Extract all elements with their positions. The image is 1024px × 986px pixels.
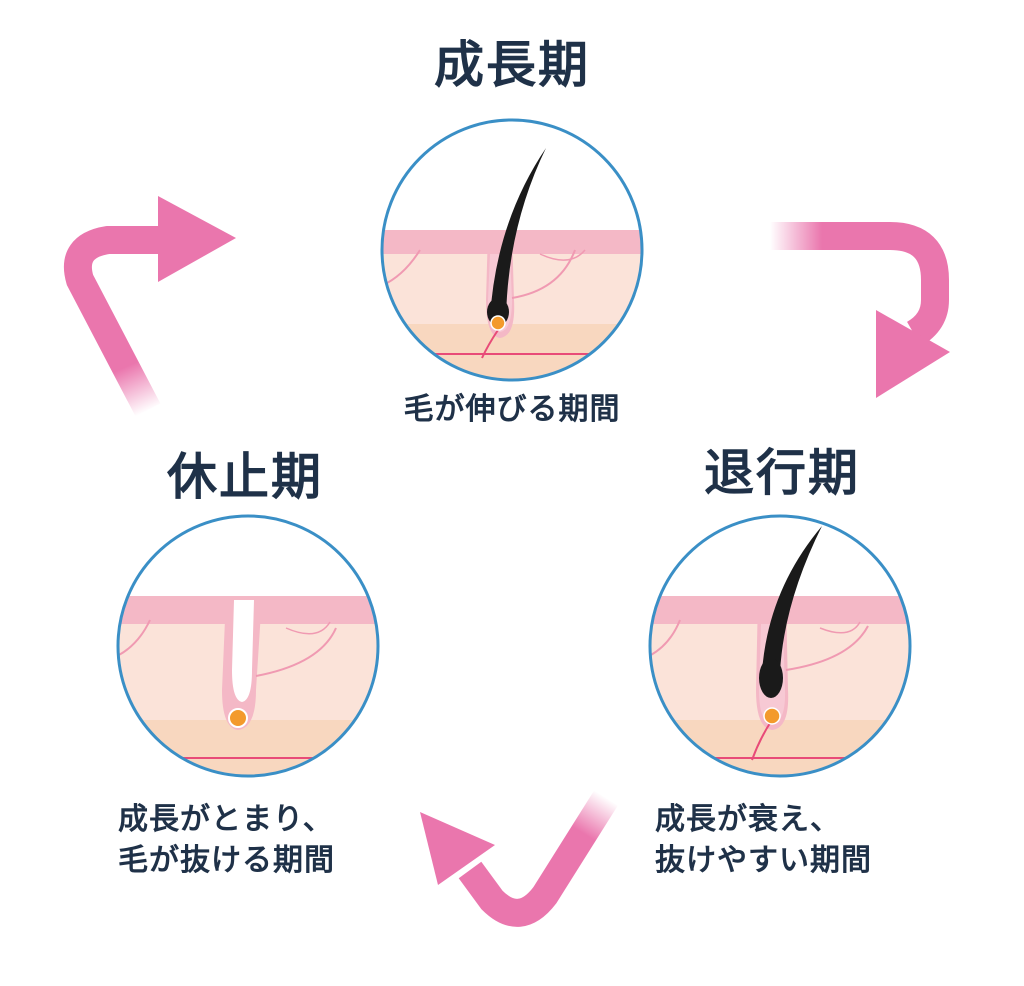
catagen-desc-line-1: 成長が衰え、 [655, 802, 841, 837]
arrow-growth-to-catagen [770, 222, 950, 398]
arrow-catagen-to-telogen [420, 790, 618, 927]
telogen-desc-line-2: 毛が抜ける期間 [118, 842, 335, 878]
catagen-desc-line-2: 抜けやすい期間 [655, 842, 872, 878]
arrow-head-2 [420, 812, 495, 885]
growth-phase-description: 毛が伸びる期間 [404, 390, 621, 431]
arrow-head-1 [876, 310, 950, 398]
growth-desc-line-1: 毛が伸びる期間 [403, 392, 621, 427]
telogen-phase-illustration [116, 514, 380, 778]
telogen-desc-line-1: 成長がとまり、 [118, 802, 334, 837]
catagen-phase-illustration [648, 514, 912, 778]
catagen-phase-description: 成長が衰え、 抜けやすい期間 [655, 800, 872, 881]
growth-phase-illustration [380, 118, 644, 382]
arrow-telogen-to-growth [63, 196, 236, 417]
catagen-phase-title: 退行期 [704, 444, 860, 502]
growth-phase-title: 成長期 [434, 36, 590, 94]
telogen-phase-description: 成長がとまり、 毛が抜ける期間 [118, 800, 335, 881]
arrow-head-3 [158, 196, 236, 282]
telogen-phase-title: 休止期 [167, 448, 323, 506]
